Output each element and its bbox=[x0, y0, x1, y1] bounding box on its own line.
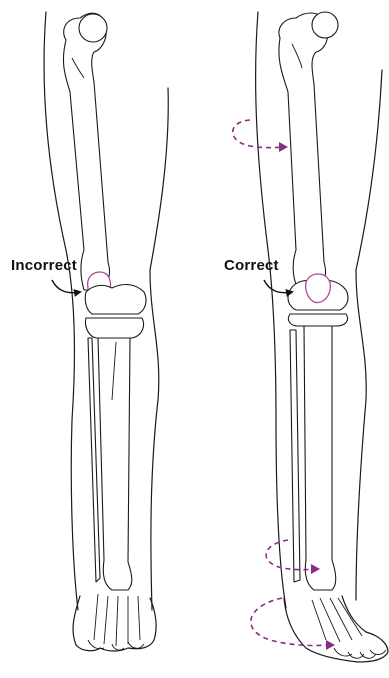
incorrect-knee-joint bbox=[85, 285, 146, 314]
incorrect-leg-inner-contour bbox=[150, 88, 168, 610]
correct-patella bbox=[306, 274, 331, 303]
correct-leg-outer-contour bbox=[256, 12, 286, 608]
rotation-arrow-foot bbox=[251, 598, 335, 650]
incorrect-fibula bbox=[88, 338, 100, 582]
incorrect-tibia bbox=[98, 338, 132, 590]
correct-femur bbox=[279, 12, 338, 290]
incorrect-femur bbox=[63, 13, 109, 290]
incorrect-pointer-arrow bbox=[52, 280, 80, 293]
correct-leg-inner-contour bbox=[356, 70, 382, 600]
correct-tibia bbox=[304, 326, 336, 590]
correct-foot bbox=[284, 596, 388, 662]
rotation-arrow-thigh bbox=[233, 120, 288, 152]
correct-leg bbox=[256, 12, 388, 662]
correct-fibula bbox=[290, 330, 300, 582]
correct-label: Correct bbox=[224, 257, 279, 274]
incorrect-label: Incorrect bbox=[11, 257, 77, 274]
incorrect-leg bbox=[44, 12, 168, 651]
incorrect-foot bbox=[73, 594, 156, 651]
correct-pointer-arrow bbox=[264, 280, 292, 293]
